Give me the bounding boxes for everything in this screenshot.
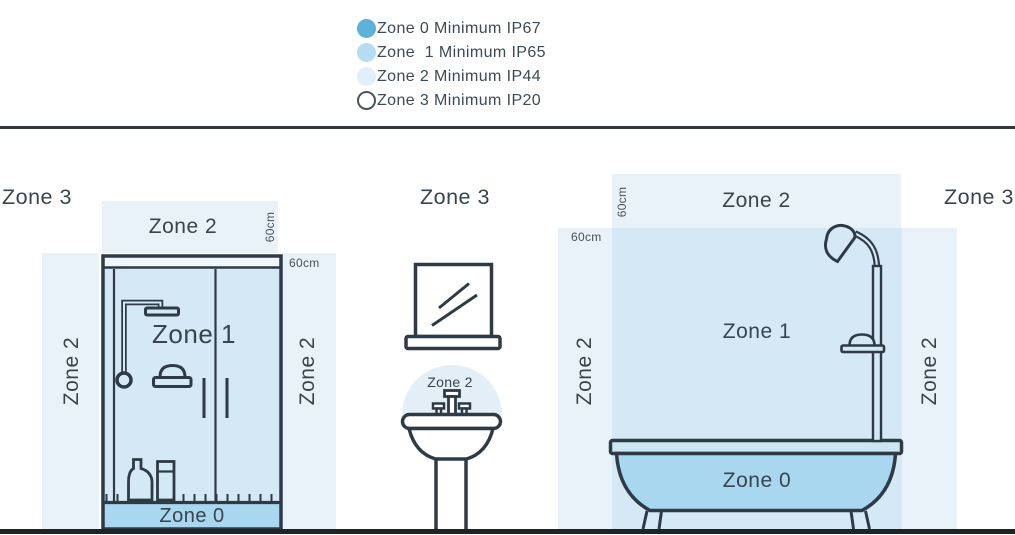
shower-zone1-label: Zone 1: [152, 318, 236, 349]
tub-zone2-top-band: [612, 174, 901, 228]
shampoo-bottles-icon: [127, 458, 176, 502]
ip-rating-legend: Zone 0 Minimum IP67 Zone 1 Minimum IP65 …: [357, 19, 546, 110]
legend-label-zone1: Zone 1 Minimum IP65: [377, 44, 546, 61]
zone0-circle-icon: [357, 19, 376, 38]
legend-label-zone0: Zone 0 Minimum IP67: [377, 20, 542, 37]
tub-left-height-label: 60cm: [571, 230, 602, 244]
tub-zone3-label: Zone 3: [944, 185, 1014, 209]
soap-dish-icon: [152, 363, 193, 388]
header-divider-line: [0, 126, 1015, 129]
legend-item-zone1: Zone 1 Minimum IP65: [357, 43, 546, 62]
zone3-outline-circle-icon: [357, 91, 376, 110]
sink-zone2-halo: [402, 365, 502, 415]
legend-item-zone0: Zone 0 Minimum IP67: [357, 19, 546, 38]
sink-zone3-label: Zone 3: [420, 185, 490, 209]
legend-label-zone3: Zone 3 Minimum IP20: [377, 92, 542, 109]
tub-zone0-label: Zone 0: [722, 469, 792, 492]
legend-label-zone2: Zone 2 Minimum IP44: [377, 68, 542, 85]
zone2-circle-icon: [357, 67, 376, 86]
shower-zone3-label: Zone 3: [2, 185, 72, 209]
mirror-icon: [404, 262, 502, 351]
tub-zone2-left-strip: [558, 228, 612, 529]
floor-line: [0, 529, 1015, 534]
tub-top-band-label: Zone 2: [722, 189, 791, 212]
sink-zone2-label: Zone 2: [427, 374, 473, 390]
shower-zone2-left-strip: [42, 253, 99, 529]
tub-zone2-right-strip: [902, 228, 957, 529]
shower-zone2-right-strip: [282, 253, 336, 529]
legend-item-zone2: Zone 2 Minimum IP44: [357, 67, 546, 86]
shower-zone0-label: Zone 0: [159, 505, 225, 527]
tub-right-strip-label: Zone 2: [918, 336, 941, 406]
legend-item-zone3: Zone 3 Minimum IP20: [357, 91, 546, 110]
tub-zone1-label: Zone 1: [722, 320, 792, 343]
shower-top-band-label: Zone 2: [148, 215, 218, 238]
shower-zone2-top-band: [102, 201, 278, 253]
shower-side-height-label: 60cm: [289, 256, 320, 270]
zone1-circle-icon: [357, 43, 376, 62]
sink-icon: [400, 389, 503, 529]
tub-top-band-height-label: 60cm: [615, 186, 629, 218]
